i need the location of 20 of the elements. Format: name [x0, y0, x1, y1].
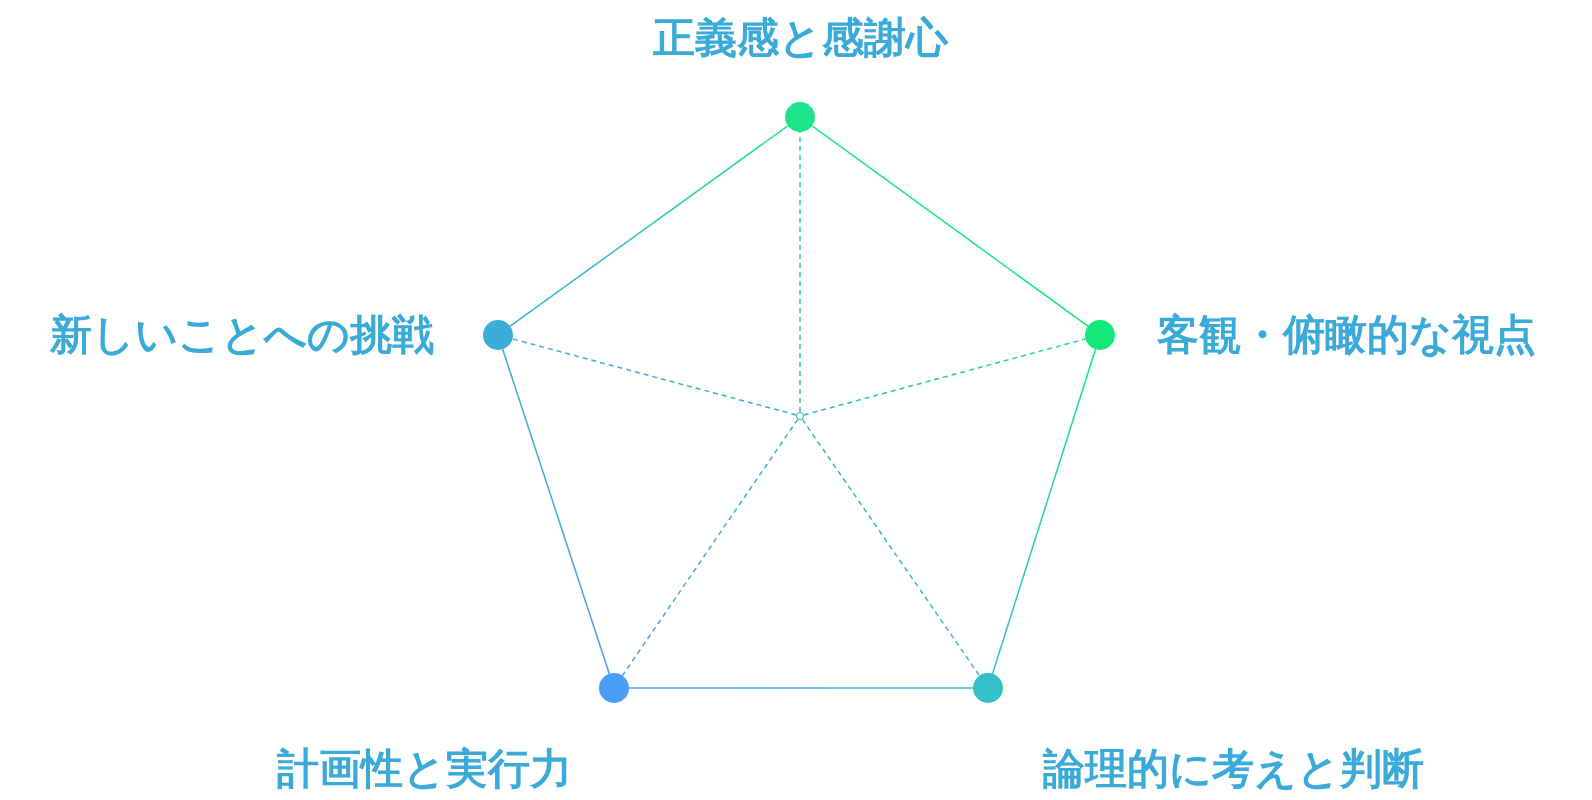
node-dot	[1085, 320, 1115, 350]
axis-label: 新しいことへの挑戦	[50, 311, 434, 359]
connector-line	[628, 687, 974, 689]
node-dot	[785, 102, 815, 132]
axis-label: 客観・俯瞰的な視点	[1157, 311, 1536, 359]
connector-line	[991, 348, 1097, 675]
connector-line	[509, 125, 789, 327]
dashed-line	[799, 131, 801, 413]
connector-line	[811, 125, 1089, 327]
dashed-line	[803, 338, 1087, 416]
dashed-line	[511, 338, 797, 416]
connector-line	[501, 348, 611, 675]
dashed-line	[621, 418, 799, 677]
node-dot	[599, 673, 629, 703]
node-dot	[973, 673, 1003, 703]
dashed-line	[801, 418, 981, 677]
axis-label: 論理的に考えと判断	[1042, 745, 1424, 793]
node-dot	[483, 320, 513, 350]
axis-label: 正義感と感謝心	[652, 14, 948, 62]
axis-label: 計画性と実行力	[276, 745, 572, 793]
